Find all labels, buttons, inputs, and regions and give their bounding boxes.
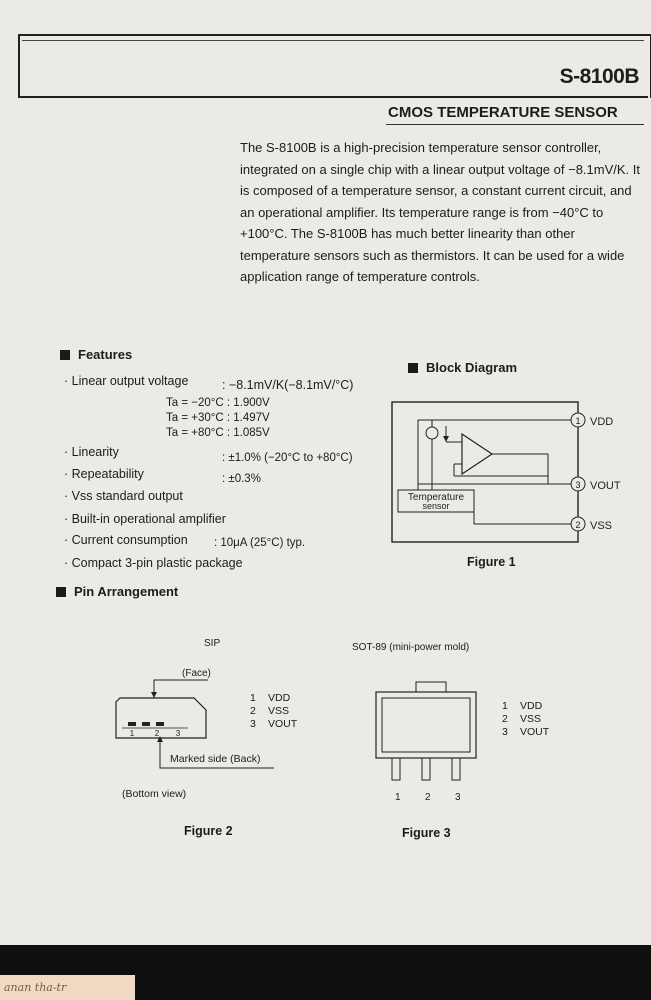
figure-1-caption: Figure 1 <box>467 555 516 569</box>
header-rule <box>18 96 648 98</box>
sot-label: SOT-89 (mini-power mold) <box>352 642 470 653</box>
feature-ta-1: Ta = −20°C : 1.900V <box>166 397 270 409</box>
header-frame <box>18 34 651 98</box>
feature-ta-3: Ta = +80°C : 1.085V <box>166 427 270 439</box>
pin-arrangement-heading: Pin Arrangement <box>56 584 178 599</box>
sot-pin-list: 1 VDD 2 VSS 3 VOUT <box>502 700 549 739</box>
sip-pin-num-2: 2 <box>155 729 160 738</box>
sot-leg-3: 3 <box>455 792 461 803</box>
product-subtitle: CMOS TEMPERATURE SENSOR <box>388 104 618 121</box>
feature-linear-value: : −8.1mV/K(−8.1mV/°C) <box>222 378 354 392</box>
feature-linear-label: · Linear output voltage <box>64 374 189 388</box>
section-bullet-icon <box>408 363 418 373</box>
sip-label: SIP <box>204 638 221 649</box>
feature-current-value: : 10μA (25°C) typ. <box>214 537 306 549</box>
pin-name: VDD <box>520 700 543 712</box>
bd-pin-1: 1 <box>575 416 580 426</box>
sip-pin-row: 2 VSS <box>250 705 297 718</box>
section-bullet-icon <box>60 350 70 360</box>
pin-name: VOUT <box>520 726 550 738</box>
sot-package-drawing <box>375 681 477 781</box>
feature-opamp-label: · Built-in operational amplifier <box>64 512 226 526</box>
pin-name: VSS <box>268 705 290 717</box>
sip-face-label: (Face) <box>182 668 211 679</box>
block-diagram: Temperature sensor 1 3 2 VDD VOUT VSS <box>391 401 621 543</box>
header-inner-rule <box>22 40 644 41</box>
description-paragraph: The S-8100B is a high-precision temperat… <box>240 140 640 284</box>
figure-3-caption: Figure 3 <box>402 826 451 840</box>
sot-leg-1: 1 <box>395 792 401 803</box>
sip-view-label: (Bottom view) <box>122 788 187 800</box>
sensor-label-2: sensor <box>422 501 449 511</box>
bd-pin-2: 2 <box>575 520 580 530</box>
bd-pin-3: 3 <box>575 480 580 490</box>
sip-marked-label: Marked side (Back) <box>170 753 261 765</box>
features-title: Features <box>78 347 133 362</box>
feature-linearity-label: · Linearity <box>64 445 119 459</box>
section-bullet-icon <box>56 587 66 597</box>
feature-ta-2: Ta = +30°C : 1.497V <box>166 412 270 424</box>
feature-repeat-value: : ±0.3% <box>222 473 261 485</box>
pin-number: 2 <box>502 713 508 725</box>
feature-package-label: · Compact 3-pin plastic package <box>64 556 243 570</box>
feature-current-label: · Current consumption <box>64 533 188 547</box>
bd-vdd-label: VDD <box>590 416 613 428</box>
sip-pin-num-1: 1 <box>130 729 135 738</box>
pin-arrangement-title: Pin Arrangement <box>74 584 179 599</box>
pin-number: 3 <box>250 718 256 730</box>
pin-number: 1 <box>250 692 256 704</box>
feature-repeat-label: · Repeatability <box>64 467 144 481</box>
sip-pin-num-3: 3 <box>176 729 181 738</box>
handwritten-note: anan tha-tr <box>0 975 135 1000</box>
pin-name: VDD <box>268 692 291 704</box>
sot-leg-2: 2 <box>425 792 431 803</box>
sot-pin-row: 2 VSS <box>502 713 549 726</box>
datasheet-page: S-8100B CMOS TEMPERATURE SENSOR The S-81… <box>0 0 651 945</box>
bd-vout-label: VOUT <box>590 480 621 492</box>
pin-name: VSS <box>520 713 542 725</box>
feature-vss-label: · Vss standard output <box>64 489 183 503</box>
sip-pin-list: 1 VDD 2 VSS 3 VOUT <box>250 692 297 731</box>
pin-number: 2 <box>250 705 256 717</box>
feature-linearity-value: : ±1.0% (−20°C to +80°C) <box>222 452 353 464</box>
pin-name: VOUT <box>268 718 298 730</box>
bd-vss-label: VSS <box>590 520 612 532</box>
part-number: S-8100B <box>559 65 640 88</box>
figure-2-caption: Figure 2 <box>184 824 233 838</box>
block-diagram-title: Block Diagram <box>426 360 518 375</box>
features-heading: Features <box>60 347 132 362</box>
sot-pin-row: 1 VDD <box>502 700 549 713</box>
block-diagram-heading: Block Diagram <box>408 360 517 375</box>
sip-package-drawing: 1 2 3 <box>115 679 274 769</box>
pin-number: 1 <box>502 700 508 712</box>
sip-pin-row: 3 VOUT <box>250 718 297 731</box>
pin-number: 3 <box>502 726 508 738</box>
sip-pin-row: 1 VDD <box>250 692 297 705</box>
sensor-label-1: Temperature <box>408 492 465 503</box>
subtitle-rule <box>386 124 644 125</box>
sot-pin-row: 3 VOUT <box>502 726 549 739</box>
